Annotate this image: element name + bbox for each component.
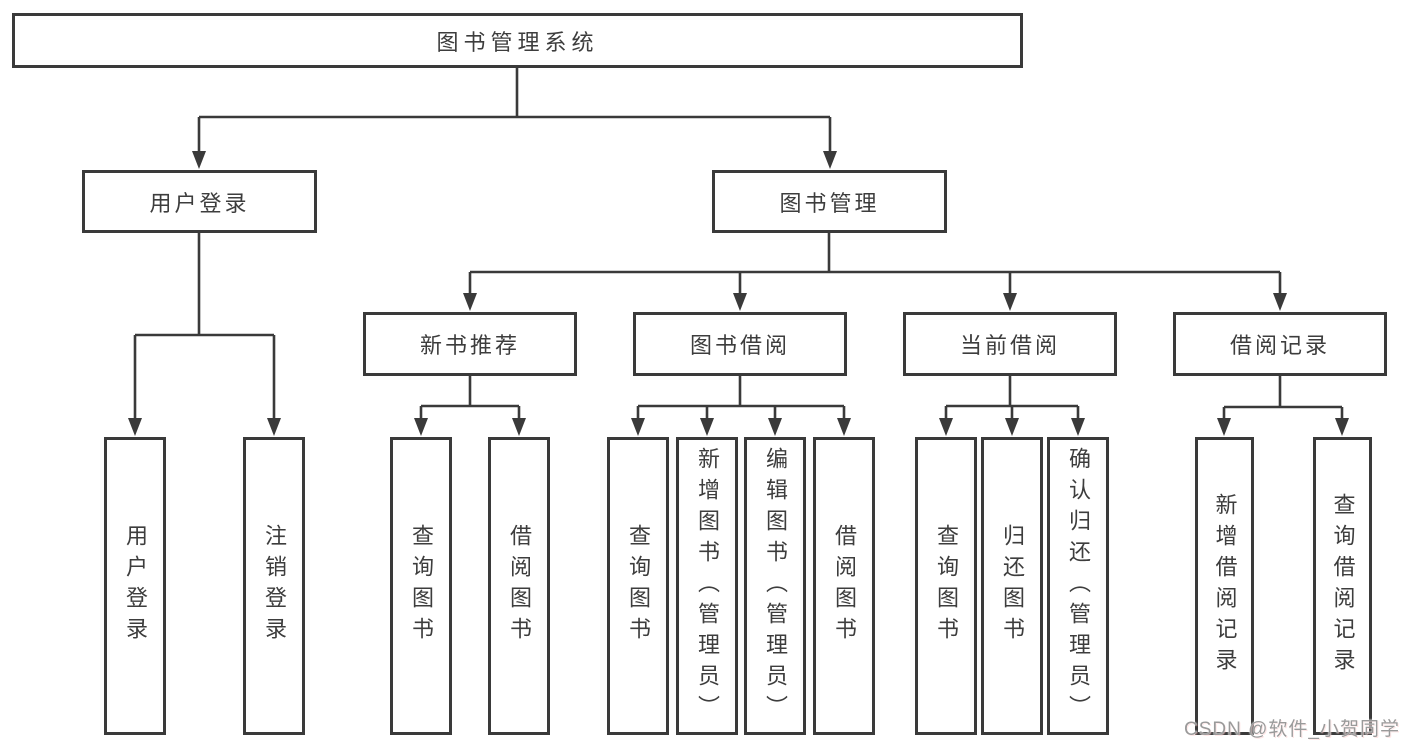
leaf-query-books-recommend: 查询图书 — [390, 437, 452, 735]
leaf-borrow-books-borrow-label: 借阅图书 — [832, 524, 857, 648]
node-current-borrow: 当前借阅 — [903, 312, 1117, 376]
leaf-add-borrow-record: 新增借阅记录 — [1195, 437, 1254, 735]
leaf-add-book-admin-label: 新增图书（管理员） — [695, 446, 720, 726]
leaf-confirm-return-admin-label: 确认归还（管理员） — [1066, 446, 1091, 726]
leaf-return-books-label: 归还图书 — [1000, 524, 1025, 648]
leaf-query-books-recommend-label: 查询图书 — [409, 524, 434, 648]
leaf-confirm-return-admin: 确认归还（管理员） — [1047, 437, 1109, 735]
node-new-book-recommend: 新书推荐 — [363, 312, 577, 376]
leaf-borrow-books-recommend-label: 借阅图书 — [507, 524, 532, 648]
leaf-logout-label: 注销登录 — [262, 524, 287, 648]
leaf-borrow-books-borrow: 借阅图书 — [813, 437, 875, 735]
leaf-query-books-borrow-label: 查询图书 — [626, 524, 651, 648]
leaf-return-books: 归还图书 — [981, 437, 1043, 735]
leaf-edit-book-admin: 编辑图书（管理员） — [744, 437, 806, 735]
leaf-query-books-borrow: 查询图书 — [607, 437, 669, 735]
node-borrow-records: 借阅记录 — [1173, 312, 1387, 376]
csdn-watermark: CSDN @软件_小贺同学 — [1184, 719, 1400, 740]
leaf-edit-book-admin-label: 编辑图书（管理员） — [763, 446, 788, 726]
node-book-borrow: 图书借阅 — [633, 312, 847, 376]
leaf-user-login-label: 用户登录 — [123, 524, 148, 648]
leaf-add-book-admin: 新增图书（管理员） — [676, 437, 738, 735]
connector-arrowheads — [128, 151, 1349, 436]
leaf-query-borrow-record: 查询借阅记录 — [1313, 437, 1372, 735]
leaf-query-books-current: 查询图书 — [915, 437, 977, 735]
node-book-management: 图书管理 — [712, 170, 947, 233]
leaf-user-login: 用户登录 — [104, 437, 166, 735]
leaf-query-books-current-label: 查询图书 — [934, 524, 959, 648]
leaf-query-borrow-record-label: 查询借阅记录 — [1330, 493, 1356, 679]
node-root: 图书管理系统 — [12, 13, 1023, 68]
connector-lines — [133, 68, 1344, 421]
leaf-logout: 注销登录 — [243, 437, 305, 735]
leaf-add-borrow-record-label: 新增借阅记录 — [1212, 493, 1238, 679]
node-user-login: 用户登录 — [82, 170, 317, 233]
leaf-borrow-books-recommend: 借阅图书 — [488, 437, 550, 735]
